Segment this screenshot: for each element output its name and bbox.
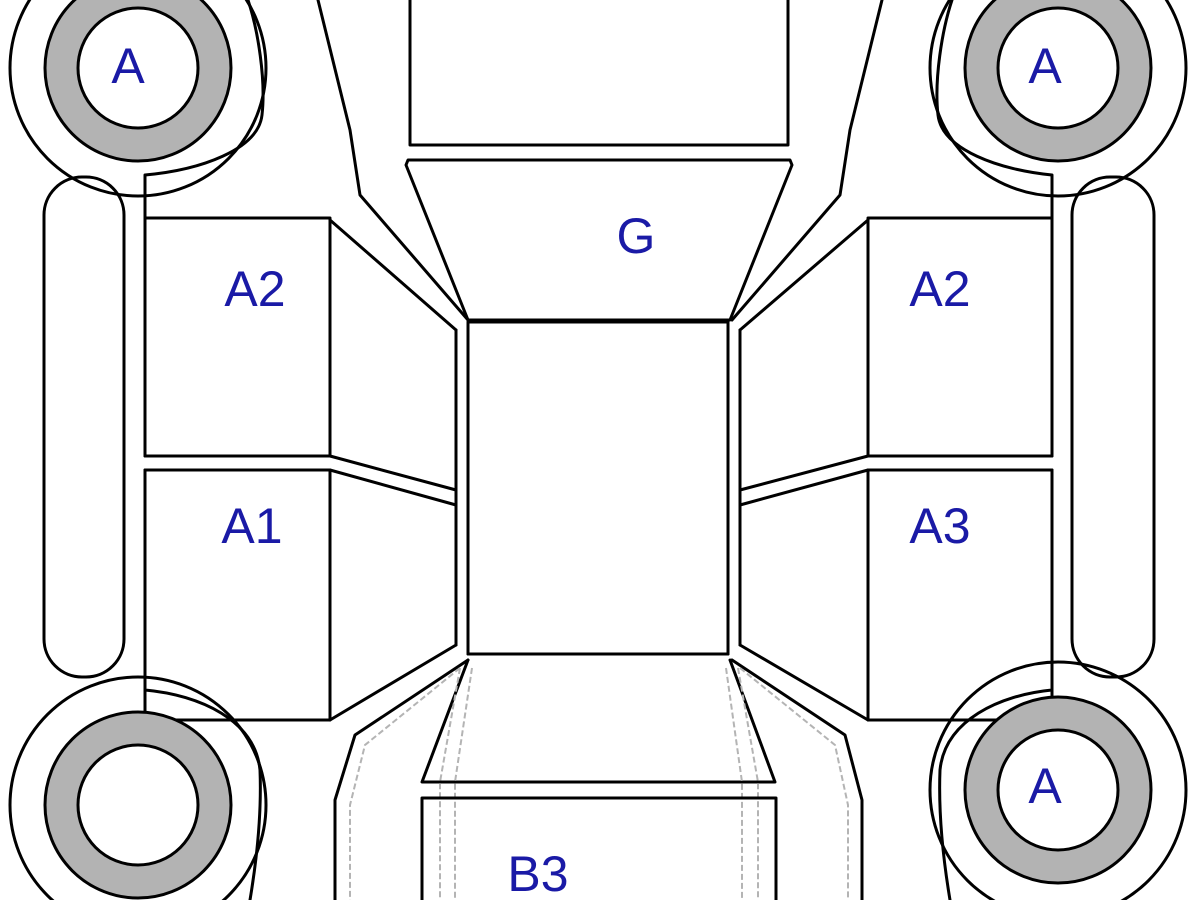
rear-fender-left-ghost	[349, 667, 461, 900]
body-outline-left	[143, 0, 265, 220]
label-rear-left-door: A1	[221, 498, 282, 554]
label-hood: G	[617, 208, 656, 264]
rear-window-right	[738, 643, 870, 722]
side-rocker-left	[42, 175, 126, 679]
wheel-rear-right	[928, 660, 1188, 900]
rear-window-left	[328, 643, 458, 722]
windshield-right	[738, 218, 870, 332]
fender-line-right	[730, 0, 884, 322]
wheel-rear-left	[8, 675, 268, 900]
roof-panel	[466, 320, 730, 656]
label-front-left-door: A2	[224, 261, 285, 317]
body-outline-right	[935, 0, 1054, 220]
rear-deck-ghost-left	[439, 667, 473, 900]
fender-line-left	[316, 0, 470, 322]
windshield-left	[328, 218, 458, 332]
label-rear-right-door: A3	[909, 498, 970, 554]
rear-fender-right	[730, 658, 864, 900]
label-wheel-front-left: A	[111, 38, 145, 94]
rear-fender-left	[333, 658, 470, 900]
front-left-door	[143, 216, 332, 458]
wheel-front-right	[928, 0, 1188, 198]
left-door-seam	[143, 454, 458, 507]
side-rocker-right	[1070, 175, 1156, 679]
front-bumper	[408, 0, 790, 147]
wheel-front-left	[8, 0, 268, 198]
right-door-seam	[738, 454, 1054, 507]
rear-deck-ghost-right	[725, 667, 759, 900]
body-outline-right-lower	[938, 673, 1054, 900]
trunk-panel	[420, 796, 778, 900]
rear-deck	[420, 658, 777, 784]
label-trunk: B3	[507, 846, 568, 900]
pillar-left	[454, 320, 470, 656]
pillar-right	[726, 320, 742, 656]
label-front-right-door: A2	[909, 261, 970, 317]
label-wheel-front-right: A	[1028, 38, 1062, 94]
front-right-door	[866, 216, 1054, 458]
label-wheel-rear-right: A	[1028, 758, 1062, 814]
hood-panel	[404, 158, 794, 322]
